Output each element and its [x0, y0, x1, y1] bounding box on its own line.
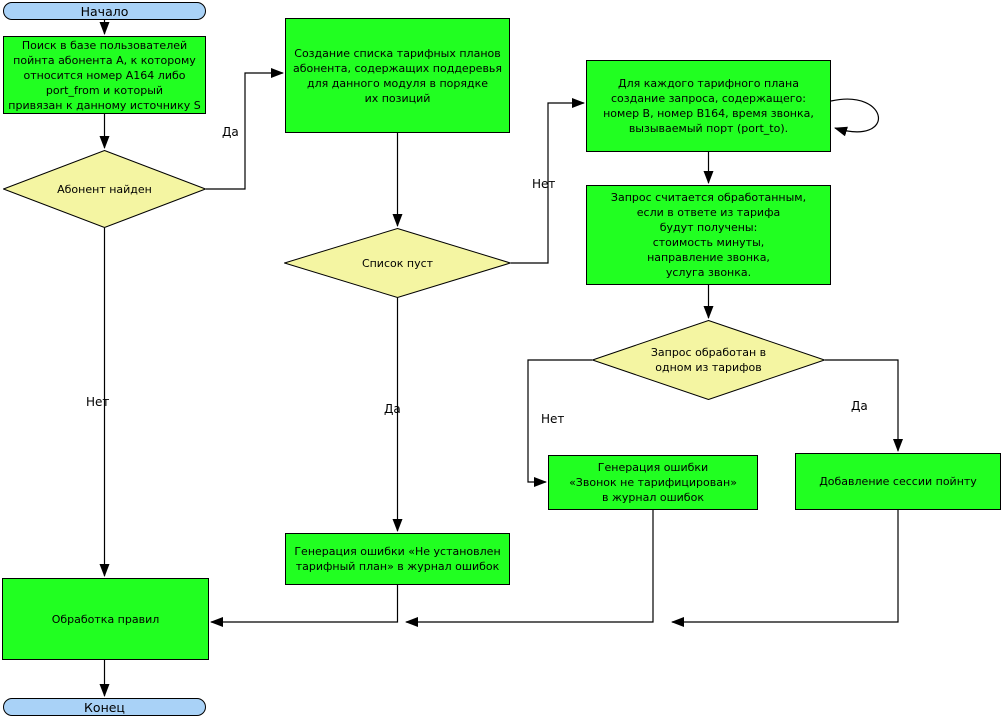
- decision-user-found-label: Абонент найден: [57, 182, 152, 196]
- terminal-end: Конец: [3, 698, 206, 716]
- edge-errorplan-rules: [210, 585, 399, 627]
- edge-label-list-empty-yes: Да: [384, 402, 401, 416]
- edge-label-list-empty-no: Нет: [532, 177, 556, 191]
- process-error-no-plan: Генерация ошибки «Не установлен тарифный…: [285, 533, 510, 585]
- process-error-call-not-tariffed: Генерация ошибки «Звонок не тарифицирова…: [548, 455, 758, 510]
- process-error-no-plan-label: Генерация ошибки «Не установлен тарифный…: [294, 545, 501, 573]
- edge-userfound-createlist: [206, 68, 284, 190]
- process-add-session: Добавление сессии пойнту: [795, 453, 1001, 510]
- terminal-end-label: Конец: [84, 699, 125, 715]
- diamond-shape: [592, 320, 825, 400]
- decision-request-processed: Запрос обработан в одном из тарифов: [592, 320, 825, 400]
- decision-user-found: Абонент найден: [3, 150, 206, 228]
- process-rules-label: Обработка правил: [51, 612, 160, 626]
- process-request-definition-label: Запрос считается обработанным, если в от…: [610, 191, 807, 279]
- edge-createrequest-selfloop: [830, 98, 879, 137]
- edge-label-user-found-yes: Да: [222, 125, 239, 139]
- decision-list-empty: Список пуст: [284, 228, 511, 298]
- process-search-user-label: Поиск в базе пользователей пойнта абонен…: [8, 38, 201, 112]
- edge-label-request-yes: Да: [851, 399, 868, 413]
- process-add-session-label: Добавление сессии пойнту: [819, 475, 977, 488]
- diamond-shape: [3, 150, 206, 228]
- edge-label-request-no: Нет: [541, 412, 565, 426]
- decision-request-processed-label: Запрос обработан в одном из тарифов: [650, 346, 767, 374]
- process-error-call-not-tariffed-label: Генерация ошибки «Звонок не тарифицирова…: [569, 461, 737, 504]
- edge-label-user-found-no: Нет: [86, 395, 110, 409]
- process-create-plan-list: Создание списка тарифных планов абонента…: [285, 18, 510, 133]
- terminal-start-label: Начало: [80, 3, 129, 19]
- process-create-plan-list-label: Создание списка тарифных планов абонента…: [292, 46, 503, 105]
- edge-addsession-rules: [671, 510, 899, 627]
- diamond-shape: [284, 228, 511, 298]
- process-rules: Обработка правил: [2, 578, 209, 660]
- process-create-request-label: Для каждого тарифного плана создание зап…: [603, 77, 814, 135]
- decision-list-empty-label: Список пуст: [361, 256, 434, 270]
- terminal-start: Начало: [3, 2, 206, 20]
- process-request-definition: Запрос считается обработанным, если в от…: [586, 185, 831, 285]
- process-create-request: Для каждого тарифного плана создание зап…: [586, 60, 831, 152]
- process-search-user: Поиск в базе пользователей пойнта абонен…: [3, 36, 206, 114]
